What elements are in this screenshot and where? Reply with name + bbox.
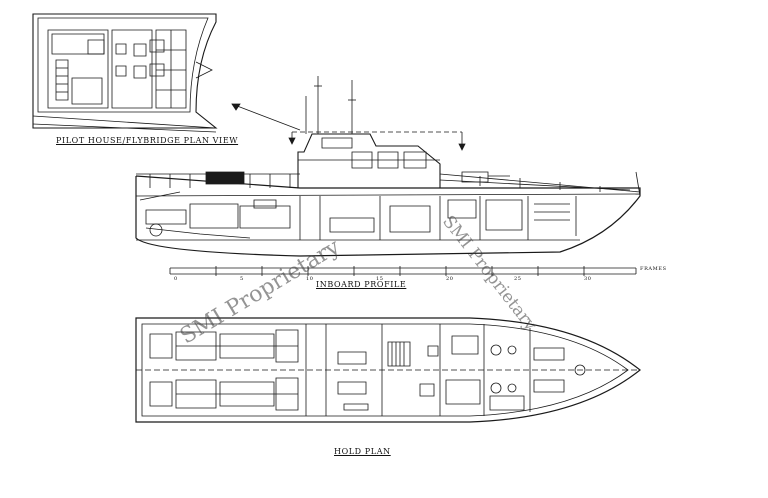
frame-scale-end-label: FRAMES [640,266,667,272]
pilot-house-label: PILOT HOUSE/FLYBRIDGE PLAN VIEW [56,136,239,145]
frame-tick-10: 10 [306,276,314,282]
view-arrows [232,104,465,150]
frame-tick-30: 30 [584,276,592,282]
pilot-house-plan [33,14,216,132]
hold-plan [136,318,640,422]
inboard-profile [136,76,640,256]
frame-tick-15: 15 [376,276,384,282]
frame-scale [170,266,636,276]
frame-tick-20: 20 [446,276,454,282]
hold-plan-label: HOLD PLAN [334,447,391,456]
frame-tick-5: 5 [240,276,244,282]
inboard-profile-label: INBOARD PROFILE [316,280,407,289]
frame-tick-25: 25 [514,276,522,282]
frame-tick-0: 0 [174,276,178,282]
